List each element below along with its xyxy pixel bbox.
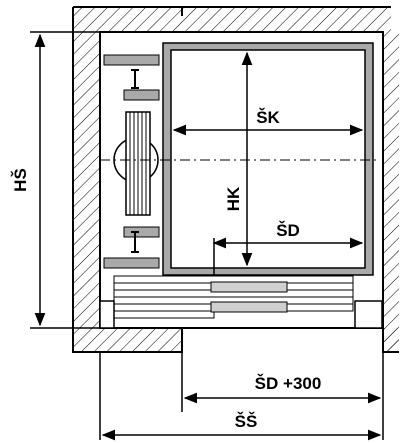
shaft-inner [99,31,384,329]
door-panels [99,275,383,329]
dimension-lines [30,31,384,441]
label-sd: ŠD [276,221,300,240]
label-hk: HK [224,186,243,211]
counterweight-assembly [103,54,160,269]
label-hs: HŠ [11,168,30,192]
label-ss: ŠŠ [235,412,258,431]
label-sk: ŠK [256,108,280,127]
cabin [162,42,374,276]
label-sd-300: ŠD +300 [255,374,322,393]
